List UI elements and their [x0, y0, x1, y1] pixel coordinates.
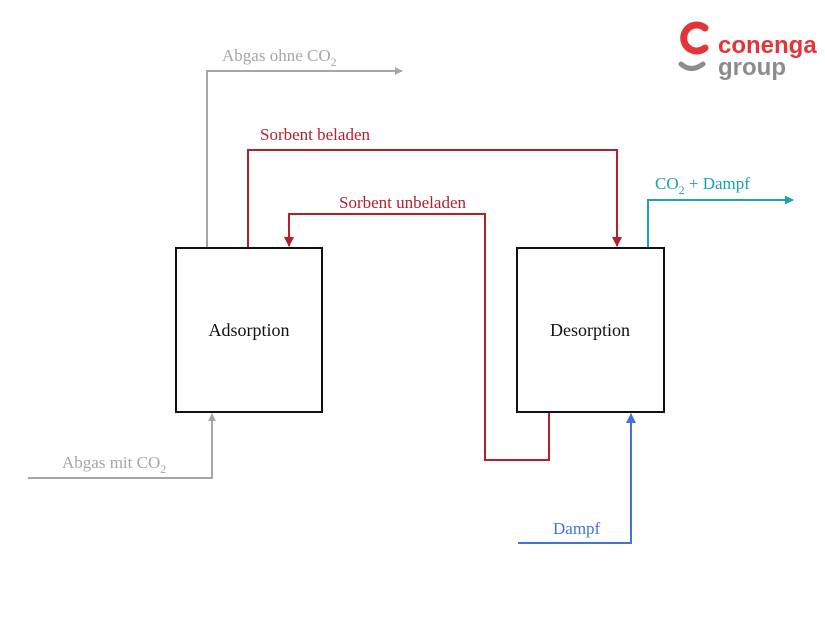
sorbent-unloaded-line — [284, 213, 550, 461]
exhaust-in-line — [28, 413, 216, 479]
conenga-logo: conenga group — [678, 21, 817, 81]
sorbent-loaded-label: Sorbent beladen — [260, 125, 370, 144]
logo-text-bottom: group — [718, 54, 786, 81]
exhaust-out-line — [206, 67, 403, 248]
logo-text-top: conenga — [718, 32, 817, 59]
adsorption-label: Adsorption — [209, 320, 290, 340]
logo-smile-icon — [678, 61, 706, 71]
exhaust-out-label: Abgas ohne CO2 — [222, 46, 337, 69]
adsorption-box — [175, 247, 323, 413]
desorption-label: Desorption — [550, 320, 630, 340]
co2-steam-line — [647, 195, 794, 248]
desorption-box — [516, 247, 665, 413]
sorbent-unloaded-label: Sorbent unbeladen — [339, 193, 466, 212]
co2-steam-label: CO2 + Dampf — [655, 174, 750, 197]
sorbent-loaded-line — [247, 149, 622, 248]
steam-in-line — [518, 413, 636, 544]
logo-c-icon — [680, 21, 709, 55]
exhaust-in-label: Abgas mit CO2 — [62, 453, 166, 476]
steam-in-label: Dampf — [553, 519, 601, 538]
